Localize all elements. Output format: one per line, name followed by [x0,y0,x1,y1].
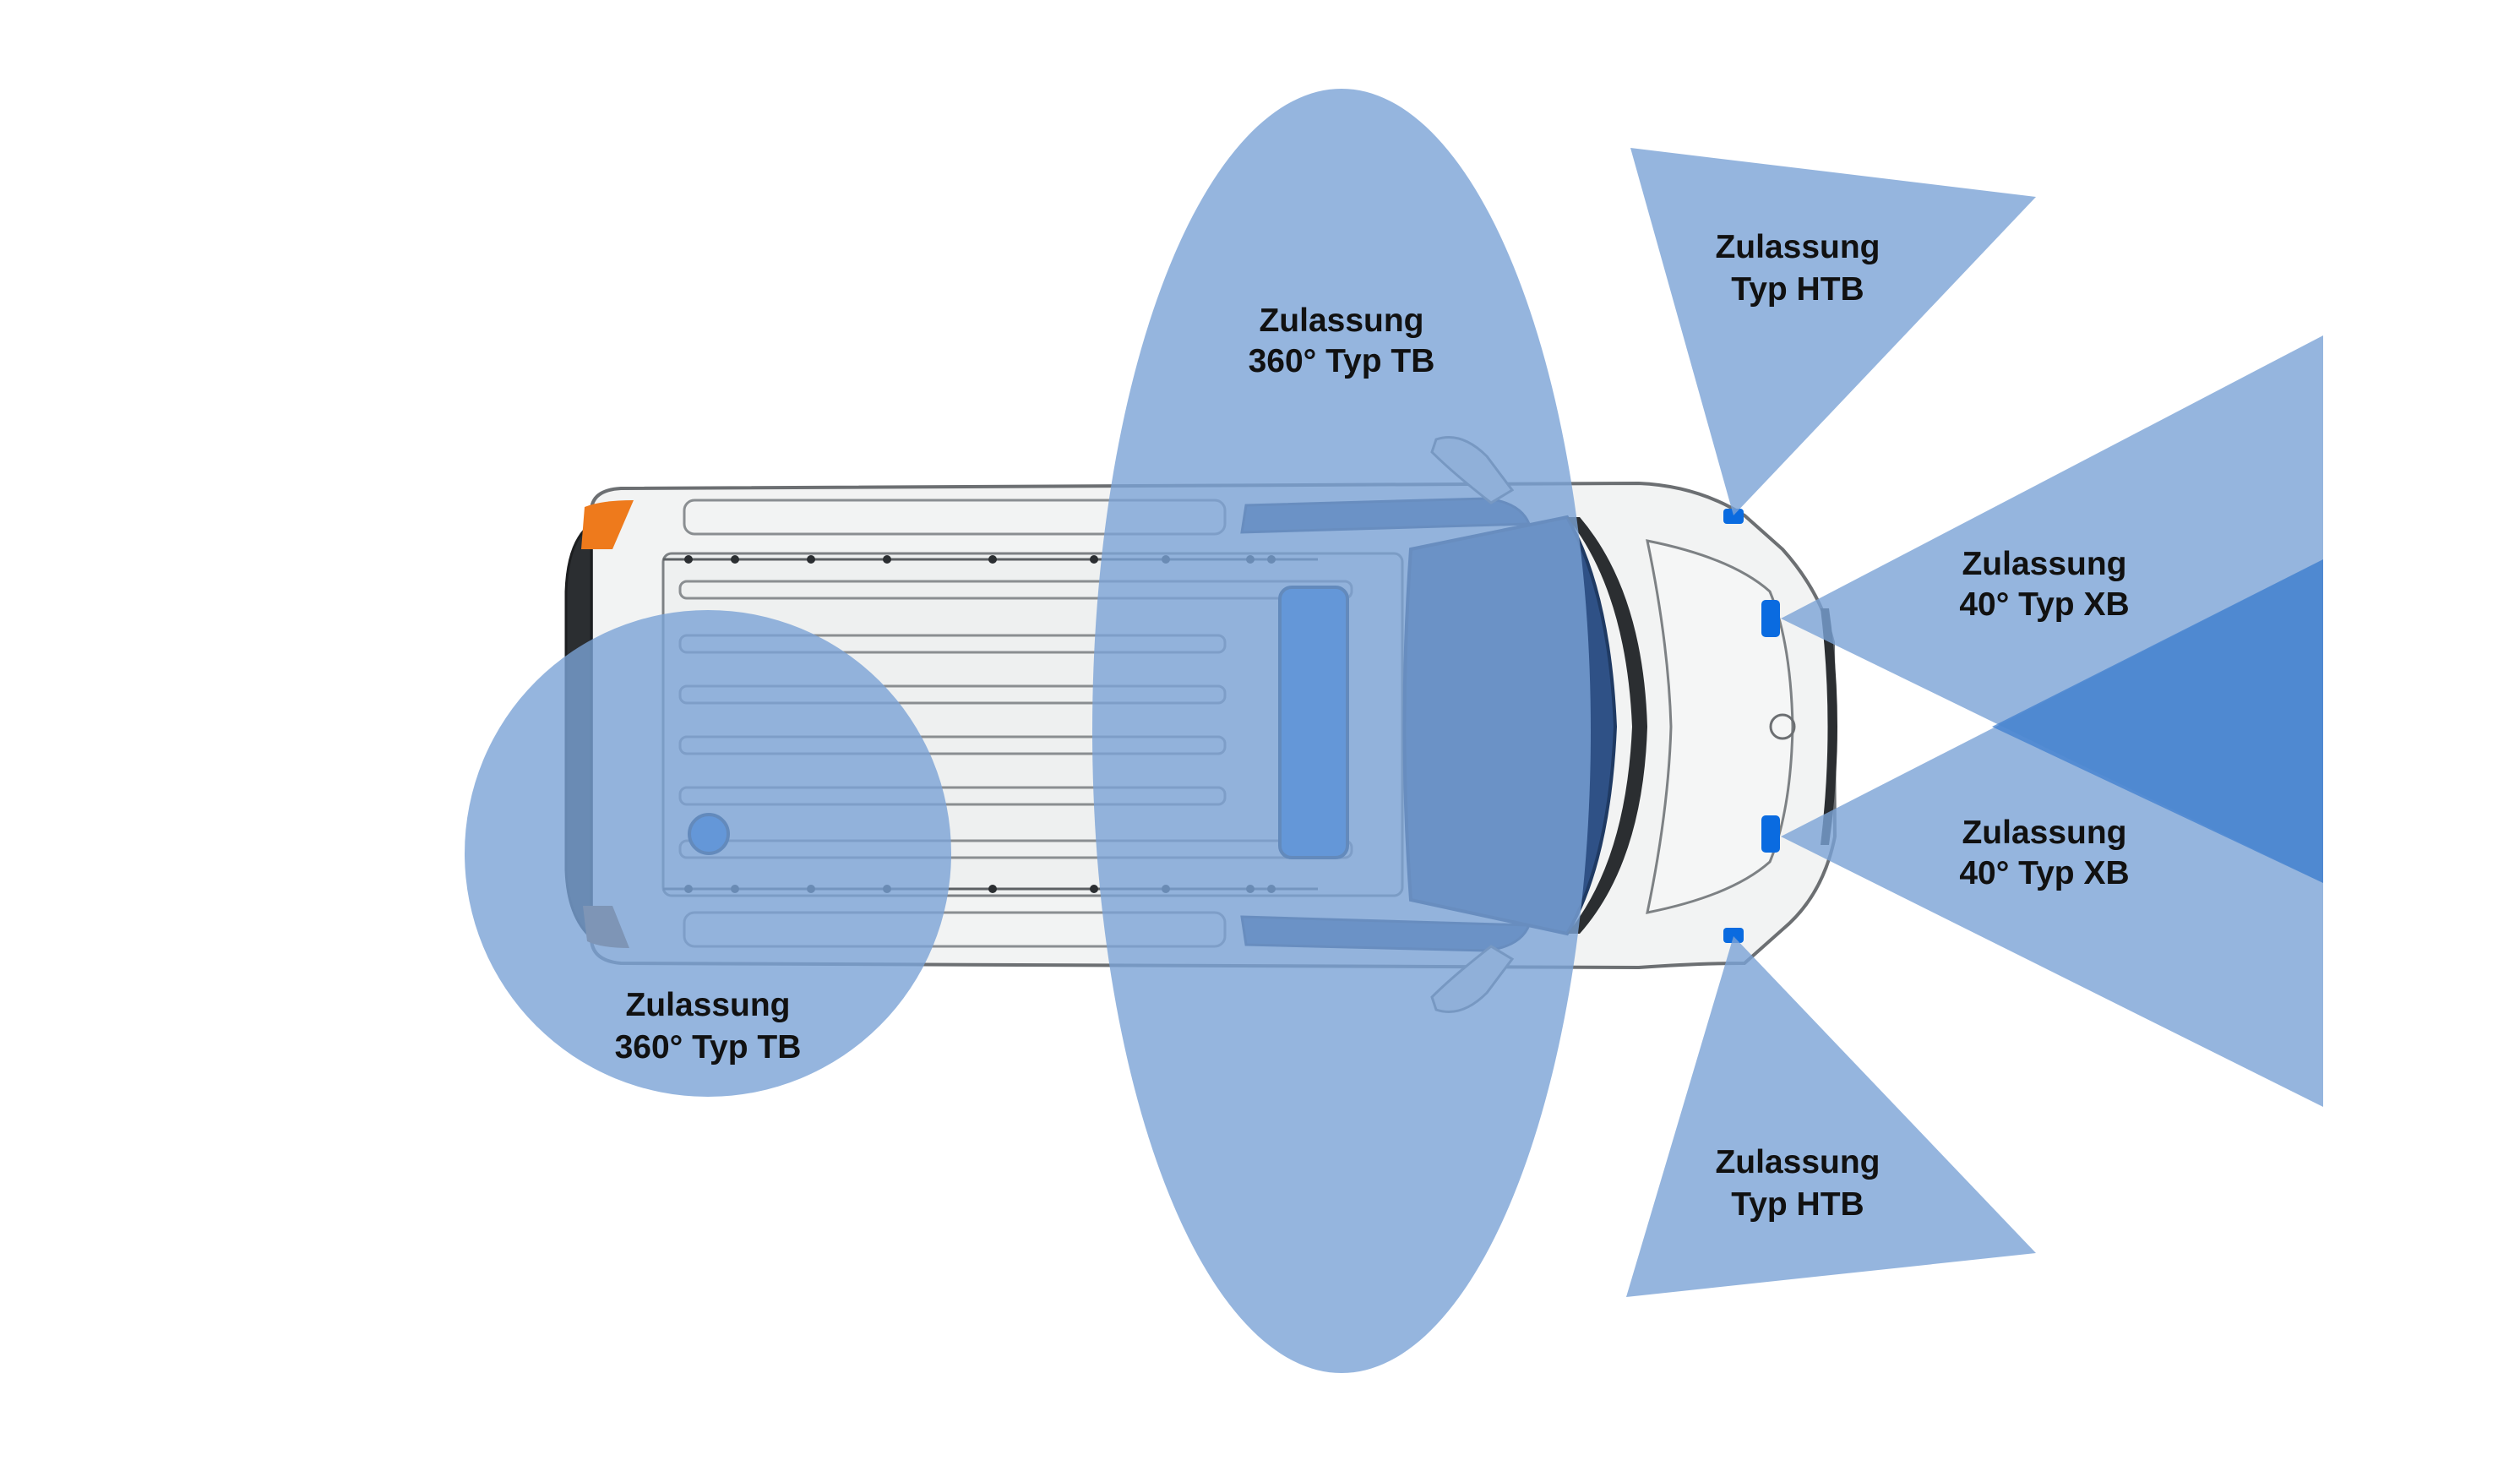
side-flasher-upper [1723,509,1744,524]
zone-front-top-wedge [1630,148,2036,515]
label-roof-line2: 360° Typ TB [1249,343,1435,379]
bonnet [1646,539,1794,914]
label-xb-upper-line2: 40° Typ XB [1959,586,2129,623]
rear-light-left [581,500,634,549]
windscreen-frame [1567,517,1647,934]
label-rear-line2: 360° Typ TB [615,1029,802,1066]
label-xb-lower-line2: 40° Typ XB [1959,855,2129,891]
brand-logo [1769,713,1796,740]
label-front-top-line2: Typ HTB [1731,271,1864,308]
zone-labels: Zulassung 360° Typ TB Zulassung 360° Typ… [615,229,2130,1223]
side-flasher-lower [1723,928,1744,943]
zone-rear-circle [465,610,951,1097]
zone-roof-ellipse [1092,89,1591,1373]
label-roof-line1: Zulassung [1259,302,1423,339]
label-front-top-line1: Zulassung [1715,229,1880,265]
label-xb-upper-line1: Zulassung [1962,546,2126,582]
label-front-bottom-line1: Zulassung [1715,1144,1880,1180]
zone-xb-overlap [1992,559,2323,883]
front-bumper [1821,608,1837,845]
label-xb-lower-line1: Zulassung [1962,815,2126,851]
zone-front-bottom-wedge [1626,936,2036,1297]
front-flasher-lower [1761,815,1780,853]
front-flasher-upper [1761,600,1780,637]
label-rear-line1: Zulassung [625,987,790,1023]
label-front-bottom-line2: Typ HTB [1731,1186,1864,1223]
